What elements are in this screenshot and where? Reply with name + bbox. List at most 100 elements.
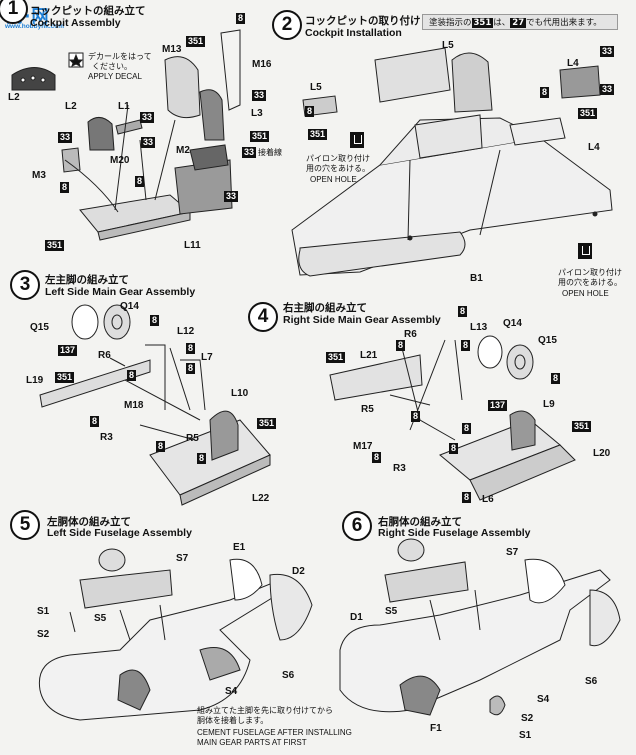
contact-line-note: 接着線: [258, 148, 282, 157]
step-6-title-en: Right Side Fuselage Assembly: [378, 527, 531, 539]
paint-tag: 8: [236, 13, 246, 24]
cement-note-en2: MAIN GEAR PARTS AT FIRST: [197, 738, 307, 747]
paint-tag: 351: [250, 131, 270, 142]
part-label: L11: [184, 240, 201, 251]
paint-tag: 8: [186, 343, 196, 354]
paint-tag: 8: [156, 441, 166, 452]
paint-tag: 8: [462, 423, 472, 434]
paint-tag: 137: [488, 400, 508, 411]
part-label: R6: [98, 350, 111, 361]
paint-tag: 8: [411, 411, 421, 422]
part-label: S2: [521, 713, 534, 724]
step6-drawing: [339, 538, 621, 716]
part-label: L5: [310, 82, 322, 93]
drill-icon: [350, 132, 364, 148]
part-label: L20: [593, 448, 611, 459]
part-label: E1: [233, 542, 246, 553]
paint-tag: 8: [462, 492, 472, 503]
paint-tag: 33: [224, 191, 239, 202]
paint-tag: 8: [551, 373, 561, 384]
part-label: L6: [482, 494, 494, 505]
part-label: S6: [282, 670, 295, 681]
part-label: R6: [404, 329, 417, 340]
part-label: R3: [393, 463, 406, 474]
decal-note-jp: デカールをはって: [88, 52, 152, 61]
part-label: M3: [32, 170, 46, 181]
step-4-number: 4: [248, 302, 278, 332]
part-label: L19: [26, 375, 44, 386]
step-4-title-jp: 右主脚の組み立て: [283, 302, 367, 314]
step-2-title-en: Cockpit Installation: [305, 27, 402, 39]
paint-tag: 8: [186, 363, 196, 374]
drill-icon: [578, 243, 592, 259]
part-label: L5: [442, 40, 454, 51]
step-2-number: 2: [272, 10, 302, 40]
step-3-title-en: Left Side Main Gear Assembly: [45, 286, 196, 298]
step-1-title-jp: コックピットの組み立て: [30, 5, 146, 17]
paint-tag: 351: [257, 418, 277, 429]
step-5-title-en: Left Side Fuselage Assembly: [47, 527, 192, 539]
paint-tag: 351: [55, 372, 75, 383]
part-label: S1: [519, 730, 532, 741]
watermark-url: www.hobbyhk.com: [5, 23, 64, 30]
part-label: F1: [430, 723, 442, 734]
part-label: L13: [470, 322, 488, 333]
part-label: Q15: [538, 335, 557, 346]
paint-tag: 8: [90, 416, 100, 427]
step5-drawing: [38, 548, 313, 721]
paint-tag: 8: [396, 340, 406, 351]
part-label: S7: [506, 547, 519, 558]
paint-tag: 8: [150, 315, 160, 326]
pylon-note-en: OPEN HOLE: [562, 289, 609, 298]
part-label: R5: [186, 433, 199, 444]
pylon-note-en: OPEN HOLE: [310, 175, 357, 184]
paint-tag: 351: [326, 352, 346, 363]
paint-tag: 8: [305, 106, 315, 117]
paint-tag: 8: [372, 452, 382, 463]
paint-tag: 351: [572, 421, 592, 432]
paint-tag: 33: [140, 112, 155, 123]
part-label: L9: [543, 399, 555, 410]
part-label: Q14: [120, 301, 139, 312]
part-label: L1: [118, 101, 130, 112]
pylon-note-jp1: パイロン取り付け: [306, 154, 370, 163]
part-label: M16: [252, 59, 272, 70]
part-label: L4: [588, 142, 600, 153]
part-label: M13: [162, 44, 182, 55]
step2-drawing: [291, 47, 613, 277]
part-label: L2: [65, 101, 77, 112]
part-label: S5: [385, 606, 398, 617]
part-label: Q14: [503, 318, 522, 329]
part-label: L3: [251, 108, 263, 119]
part-label: L4: [567, 58, 579, 69]
paint-tag: 33: [252, 90, 267, 101]
paint-tag: 351: [45, 240, 65, 251]
part-label: S4: [537, 694, 550, 705]
step-5-number: 5: [10, 510, 40, 540]
part-label: M17: [353, 441, 373, 452]
pylon-note-jp2: 用の穴をあける。: [558, 278, 622, 287]
paint-tag: 8: [127, 370, 137, 381]
paint-tag: 137: [58, 345, 78, 356]
paint-tag: 8: [135, 176, 145, 187]
part-label: Q15: [30, 322, 49, 333]
cement-note-en1: CEMENT FUSELAGE AFTER INSTALLING: [197, 728, 352, 737]
step-3-title-jp: 左主脚の組み立て: [45, 274, 129, 286]
part-label: S2: [37, 629, 50, 640]
pylon-note-jp2: 用の穴をあける。: [306, 164, 370, 173]
part-label: L12: [177, 326, 195, 337]
step-6-title-jp: 右胴体の組み立て: [378, 516, 462, 528]
part-label: M18: [124, 400, 144, 411]
paint-tag: 33: [600, 46, 615, 57]
step1-drawing: [11, 29, 241, 241]
paint-tag: 33: [600, 84, 615, 95]
paint-tag: 8: [540, 87, 550, 98]
decal-note-en: APPLY DECAL: [88, 72, 142, 81]
part-label: R5: [361, 404, 374, 415]
part-label: D2: [292, 566, 305, 577]
paint-tag: 33: [141, 137, 156, 148]
part-label: L21: [360, 350, 378, 361]
